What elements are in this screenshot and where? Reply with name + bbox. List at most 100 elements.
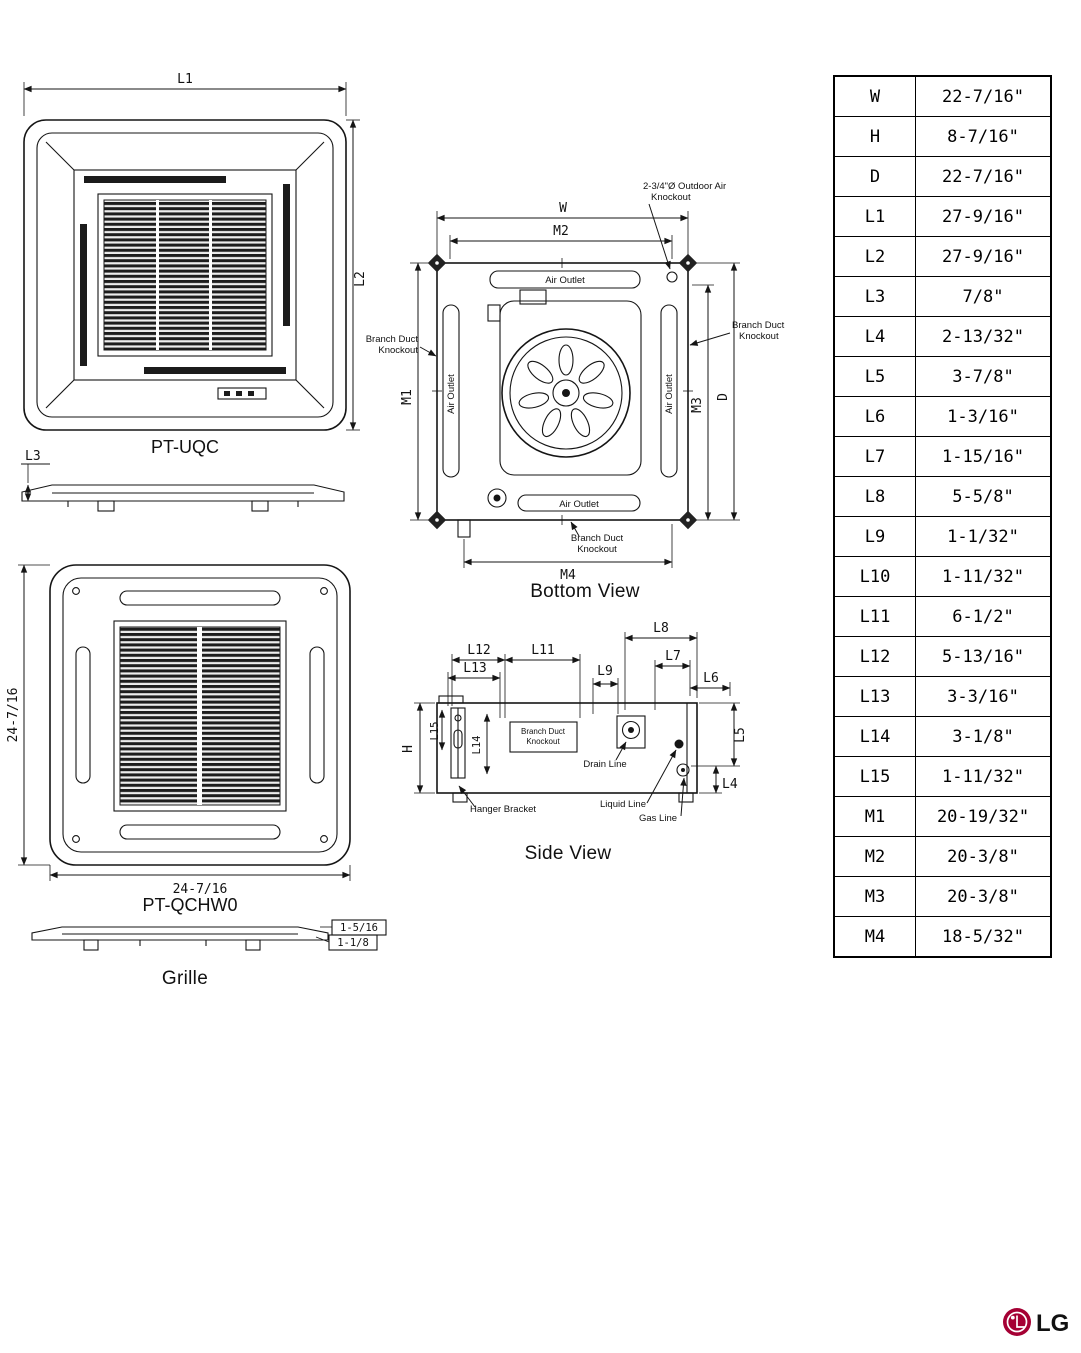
outdoor-knockout-callout-line1: 2-3/4"Ø Outdoor Air <box>643 181 726 192</box>
branch-duct-box-line1: Branch Duct <box>521 727 566 736</box>
dimension-value: 3-7/8" <box>915 356 1052 397</box>
dimension-value: 1-1/32" <box>915 516 1052 557</box>
dim-label-l4: L4 <box>722 777 738 792</box>
side-view-title: Side View <box>524 843 612 864</box>
dimension-value: 3-1/8" <box>915 716 1052 757</box>
dimension-row: L14 3-1/8" <box>833 716 1052 757</box>
dimension-key: L15 <box>833 756 916 797</box>
dimension-row: L13 3-3/16" <box>833 676 1052 717</box>
dimension-value: 18-5/32" <box>915 916 1052 958</box>
dimension-value: 22-7/16" <box>915 75 1052 117</box>
side-dims-top: L8 L12 L11 L13 L9 L7 L6 <box>447 621 731 718</box>
dimension-key: M3 <box>833 876 916 917</box>
dimension-value: 27-9/16" <box>915 236 1052 277</box>
hanger-tab <box>438 695 464 704</box>
dimension-key: M2 <box>833 836 916 877</box>
dim-label-l14: L14 <box>471 736 483 755</box>
bottom-dim-m2: M2 <box>449 224 673 259</box>
dimension-row: L12 5-13/16" <box>833 636 1052 677</box>
dimension-row: L4 2-13/32" <box>833 316 1052 357</box>
dimension-row: M3 20-3/8" <box>833 876 1052 917</box>
dim-label-m3: M3 <box>690 397 705 413</box>
dimension-key: L3 <box>833 276 916 317</box>
dimension-key: H <box>833 116 916 157</box>
dimension-key: L2 <box>833 236 916 277</box>
bottom-view-title: Bottom View <box>530 581 640 602</box>
dimension-key: W <box>833 75 916 117</box>
dim-label-m1: M1 <box>400 389 415 405</box>
dimension-value: 7/8" <box>915 276 1052 317</box>
side-dims-right: L5 L4 <box>691 702 748 794</box>
front-view-unit <box>23 119 347 431</box>
front-dim-l2: L2 <box>346 119 368 431</box>
dimension-row: L1 27-9/16" <box>833 196 1052 237</box>
dim-label-l2: L2 <box>353 271 368 287</box>
dimension-value: 5-13/16" <box>915 636 1052 677</box>
outlet-slot-bottom <box>119 824 281 840</box>
dim-label-l6: L6 <box>703 671 719 686</box>
dimension-row: M4 18-5/32" <box>833 916 1052 958</box>
dimension-value: 8-7/16" <box>915 116 1052 157</box>
air-outlet-bottom-label: Air Outlet <box>559 499 599 510</box>
dimension-value: 3-3/16" <box>915 676 1052 717</box>
drain-line-label: Drain Line <box>583 759 626 770</box>
outlet-slot-left <box>75 646 91 784</box>
branch-duct-box-line2: Knockout <box>526 737 560 746</box>
outdoor-air-knockout <box>666 271 678 283</box>
side-view-callouts: Hanger Bracket Drain Line Liquid Line Ga… <box>458 741 687 824</box>
dim-label-grille-thickness-upper: 1-5/16 <box>340 922 378 934</box>
grille-panel <box>49 564 351 866</box>
dim-label-l7: L7 <box>665 649 681 664</box>
branch-duct-right-line2: Knockout <box>739 331 779 342</box>
grille-profile-shape <box>31 926 329 951</box>
lg-symbol-icon <box>1003 1308 1031 1336</box>
bottom-view-unit: Air Outlet Air Outlet Air Outlet Air Out… <box>427 253 698 538</box>
dim-label-d: D <box>716 393 731 401</box>
branch-duct-right-line1: Branch Duct <box>732 320 785 331</box>
dimension-key: L13 <box>833 676 916 717</box>
grille-profile-drawing: 1-5/16 1-1/8 <box>20 918 400 974</box>
vent-slot-right <box>283 184 290 326</box>
grille-profile-dims: 1-5/16 1-1/8 <box>315 919 387 951</box>
dim-label-m4: M4 <box>560 568 576 583</box>
dimension-key: L11 <box>833 596 916 637</box>
liquid-line-label: Liquid Line <box>600 799 646 810</box>
dimension-key: L12 <box>833 636 916 677</box>
dimension-key: L6 <box>833 396 916 437</box>
dim-label-grille-bottom: 24-7/16 <box>173 882 228 897</box>
dimensions-table: W 22-7/16" H 8-7/16" D 22-7/16" L1 27-9/… <box>833 75 1052 958</box>
air-outlet-top <box>489 270 641 289</box>
outlet-slot-right <box>309 646 325 784</box>
dimension-row: M1 20-19/32" <box>833 796 1052 837</box>
indicator-panel <box>217 387 267 400</box>
bottom-dim-m3: M3 <box>690 284 714 521</box>
dimension-row: L8 5-5/8" <box>833 476 1052 517</box>
gas-line-label: Gas Line <box>639 813 677 824</box>
bottom-dim-m1: M1 <box>400 262 433 521</box>
dim-label-l13: L13 <box>463 661 486 676</box>
dimension-key: L14 <box>833 716 916 757</box>
drain-port <box>487 488 507 508</box>
dimension-value: 1-11/32" <box>915 556 1052 597</box>
drain-assembly <box>616 715 646 749</box>
dimension-row: L10 1-11/32" <box>833 556 1052 597</box>
dimension-row: L3 7/8" <box>833 276 1052 317</box>
dim-label-grille-left: 24-7/16 <box>6 688 21 743</box>
dimension-key: L5 <box>833 356 916 397</box>
hanger-bracket-label: Hanger Bracket <box>470 804 536 815</box>
dimension-value: 20-19/32" <box>915 796 1052 837</box>
dim-label-l3: L3 <box>25 449 41 464</box>
fan-housing <box>499 300 642 476</box>
dimension-value: 27-9/16" <box>915 196 1052 237</box>
air-outlet-left-label: Air Outlet <box>446 374 457 414</box>
dimension-row: W 22-7/16" <box>833 75 1052 117</box>
intake-grille <box>103 199 267 351</box>
dimension-value: 1-3/16" <box>915 396 1052 437</box>
outlet-slot-top <box>119 590 281 606</box>
dimension-value: 1-15/16" <box>915 436 1052 477</box>
dimension-value: 22-7/16" <box>915 156 1052 197</box>
dimension-row: L6 1-3/16" <box>833 396 1052 437</box>
side-dims-left: H L15 L14 <box>401 702 491 794</box>
bottom-dim-d: D <box>692 262 740 521</box>
dim-label-l9: L9 <box>597 664 613 679</box>
